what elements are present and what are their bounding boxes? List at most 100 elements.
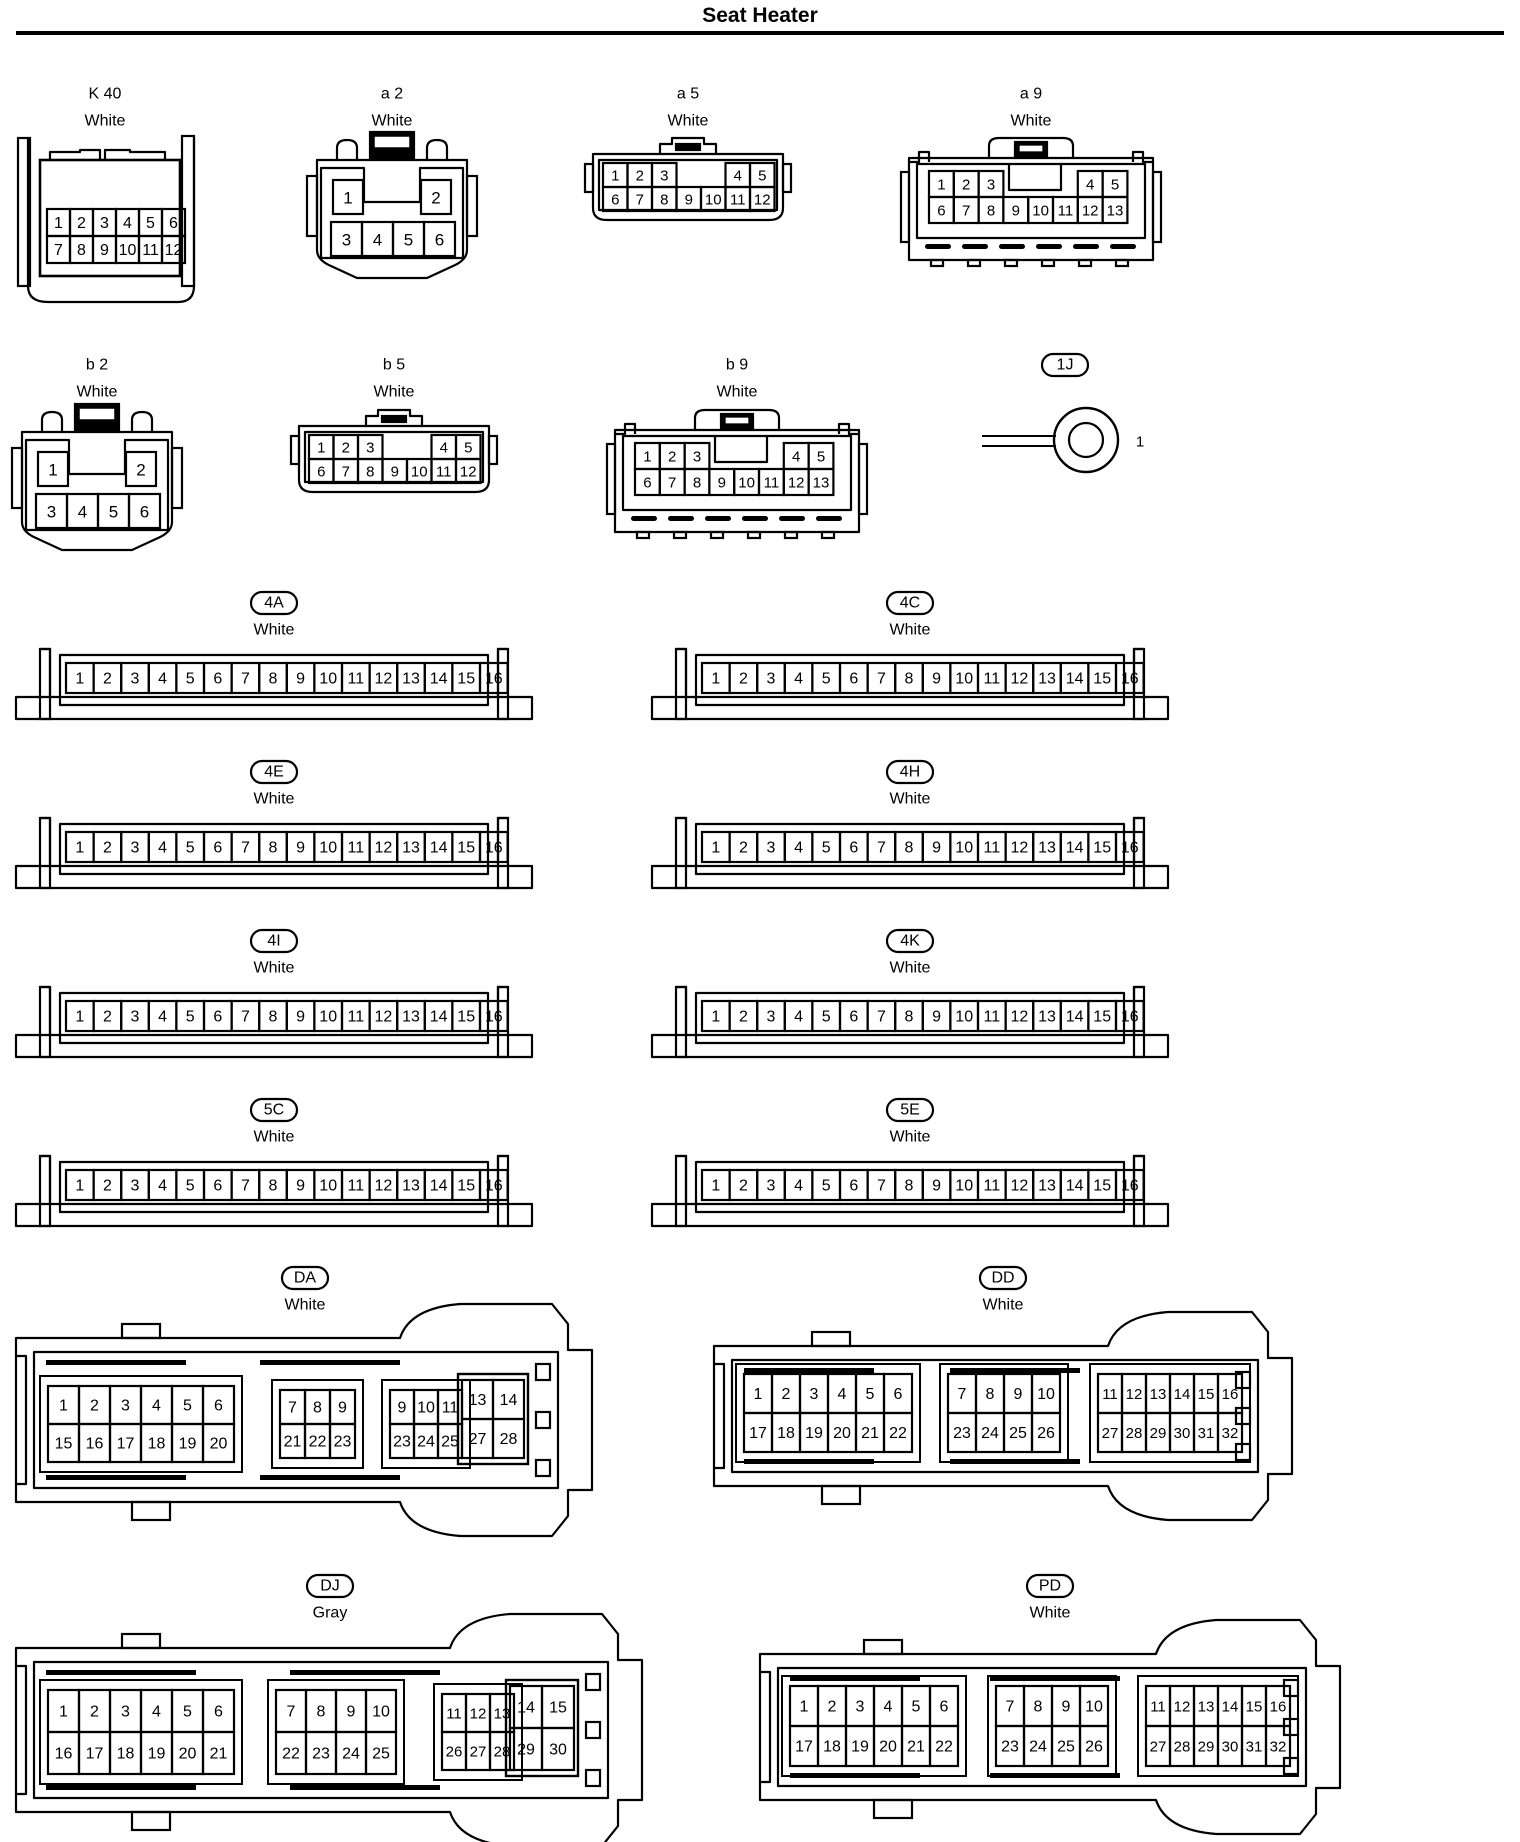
pin-number: 6 [213,1009,222,1026]
pin-number: 4 [794,1009,803,1026]
pin-number: 16 [1121,1009,1139,1026]
pin-number: 16 [1270,1699,1287,1716]
pin-number: 27 [469,1431,487,1448]
pin-number: 15 [457,671,475,688]
pin-number: 28 [1126,1425,1143,1442]
pin-number: 18 [823,1739,841,1756]
pin-number: 22 [935,1739,953,1756]
pin-number: 4 [373,231,382,250]
pin-number: 5 [183,1704,192,1721]
pin-number: 9 [685,192,693,209]
pin-number: 9 [932,1178,941,1195]
pin-number: 7 [877,671,886,688]
pin-number: 27 [1150,1739,1167,1756]
pin-number: 21 [284,1434,302,1451]
pin-number: 11 [730,192,746,209]
pin-number: 26 [1085,1739,1103,1756]
pin-number: 6 [169,215,178,232]
pin-number: 7 [962,203,970,220]
connector-code: a 2 [381,86,403,103]
pin-number: 8 [269,1178,278,1195]
pin-number: 8 [269,671,278,688]
pin-number: 15 [1198,1386,1215,1403]
connector-code: 4H [900,764,920,781]
pin-number: 12 [1011,840,1029,857]
connector-color: White [254,622,295,639]
connector-code: b 9 [726,357,748,374]
pin-number: 6 [213,671,222,688]
pin-number: 5 [183,1398,192,1415]
pin-number: 2 [90,1398,99,1415]
pin-number: 7 [342,464,350,481]
pin-number: 3 [366,440,374,457]
pin-number: 17 [795,1739,813,1756]
pin-number: 4 [794,671,803,688]
pin-number: 17 [86,1746,104,1763]
pin-number: 32 [1222,1425,1239,1442]
pin-number: 8 [987,203,995,220]
pin-number: 5 [186,1009,195,1026]
pin-number: 2 [342,440,350,457]
connector-code: 4K [900,933,920,950]
pin-number: 7 [877,1178,886,1195]
pin-number: 11 [347,1178,364,1195]
pin-number: 18 [777,1425,795,1442]
pin-number: 27 [1102,1425,1119,1442]
pin-number: 8 [905,1178,914,1195]
pin-number: 14 [430,671,448,688]
pin-number: 1 [643,449,651,466]
pin-number: 1 [611,168,619,185]
pin-number: 14 [1222,1699,1239,1716]
pin-number: 3 [810,1386,819,1403]
pin-number: 3 [767,671,776,688]
pin-number: 1 [711,840,720,857]
pin-number: 9 [296,671,305,688]
pin-number: 16 [485,671,503,688]
pin-number: 24 [417,1434,435,1451]
pin-number: 30 [1222,1739,1239,1756]
connector-color: White [983,1297,1024,1314]
connector-color: White [85,113,126,130]
pin-number: 7 [241,840,250,857]
pin-number: 20 [210,1436,228,1453]
pin-number: 6 [849,671,858,688]
pin-number: 5 [758,168,766,185]
pin-number: 7 [636,192,644,209]
connector-code-badge [1040,352,1090,378]
pin-number: 11 [347,671,364,688]
pin-number: 16 [1121,1178,1139,1195]
pin-number: 20 [179,1746,197,1763]
pin-number: 10 [1037,1386,1055,1403]
pin-number: 10 [1032,203,1049,220]
pin-number: 28 [500,1431,518,1448]
pin-number: 6 [435,231,444,250]
pin-number: 28 [494,1744,511,1761]
pin-number: 2 [739,671,748,688]
pin-number: 11 [1058,203,1074,220]
pin-number: 24 [342,1746,360,1763]
pin-number: 1 [937,177,945,194]
pin-number: 1 [75,1178,84,1195]
connector-code-badge [249,590,299,616]
pin-number: 18 [148,1436,166,1453]
pin-number: 3 [131,1009,140,1026]
connector-code-badge [249,928,299,954]
pin-number: 9 [391,464,399,481]
pin-number: 2 [103,671,112,688]
pin-number: 9 [932,1009,941,1026]
pin-number: 3 [767,1009,776,1026]
pin-number: 6 [849,840,858,857]
pin-number: 1 [343,189,352,208]
pin-number: 2 [828,1699,837,1716]
pin-number: 10 [411,464,428,481]
pin-number: 23 [393,1434,411,1451]
connector-code: 5E [900,1102,920,1119]
pin-number: 10 [955,1009,973,1026]
pin-number: 8 [1034,1699,1043,1716]
